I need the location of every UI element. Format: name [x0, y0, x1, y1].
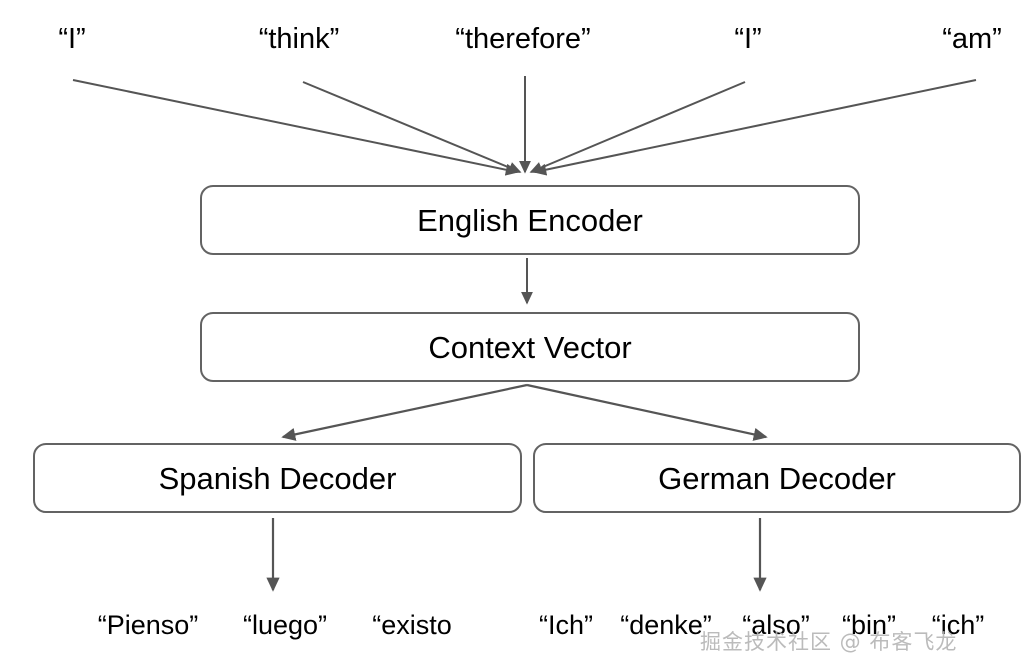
edge-context-to-decoder-0	[281, 383, 528, 441]
input-token-2: “therefore”	[455, 23, 591, 55]
input-token-0: “I”	[58, 23, 86, 55]
edges-inputs-to-encoder	[72, 76, 977, 176]
edge-context-to-decoder-1	[526, 383, 768, 441]
node-label: Spanish Decoder	[158, 460, 397, 496]
output-token-german-7: “ich”	[931, 610, 985, 640]
edge-input-1-to-encoder	[302, 81, 522, 174]
node-encoder[interactable]: English Encoder	[200, 185, 860, 255]
node-label: Context Vector	[428, 329, 632, 365]
output-token-german-3: “Ich”	[539, 610, 593, 640]
node-context[interactable]: Context Vector	[200, 312, 860, 382]
edges-context-to-decoders	[281, 383, 768, 441]
output-token-spanish-2: “existo	[372, 610, 452, 640]
input-token-4: “am”	[942, 23, 1002, 55]
output-token-german-4: “denke”	[620, 610, 712, 640]
output-token-spanish-0: “Pienso”	[97, 610, 199, 640]
edge-input-4-to-encoder	[533, 79, 977, 176]
edge-input-3-to-encoder	[529, 81, 746, 174]
input-token-3: “I”	[734, 23, 762, 55]
node-label: German Decoder	[658, 460, 896, 496]
edges-decoders-to-outputs	[266, 518, 767, 592]
output-token-german-6: “bin”	[841, 610, 897, 640]
output-token-german-5: “also”	[742, 610, 810, 640]
node-spanish-decoder[interactable]: Spanish Decoder	[33, 443, 522, 513]
output-token-spanish-1: “luego”	[242, 610, 328, 640]
edge-input-0-to-encoder	[72, 79, 519, 176]
watermark-text: 掘金技术社区 @ 布客飞龙	[700, 630, 958, 654]
node-label: English Encoder	[417, 202, 643, 238]
node-german-decoder[interactable]: German Decoder	[533, 443, 1021, 513]
input-token-1: “think”	[258, 23, 340, 55]
